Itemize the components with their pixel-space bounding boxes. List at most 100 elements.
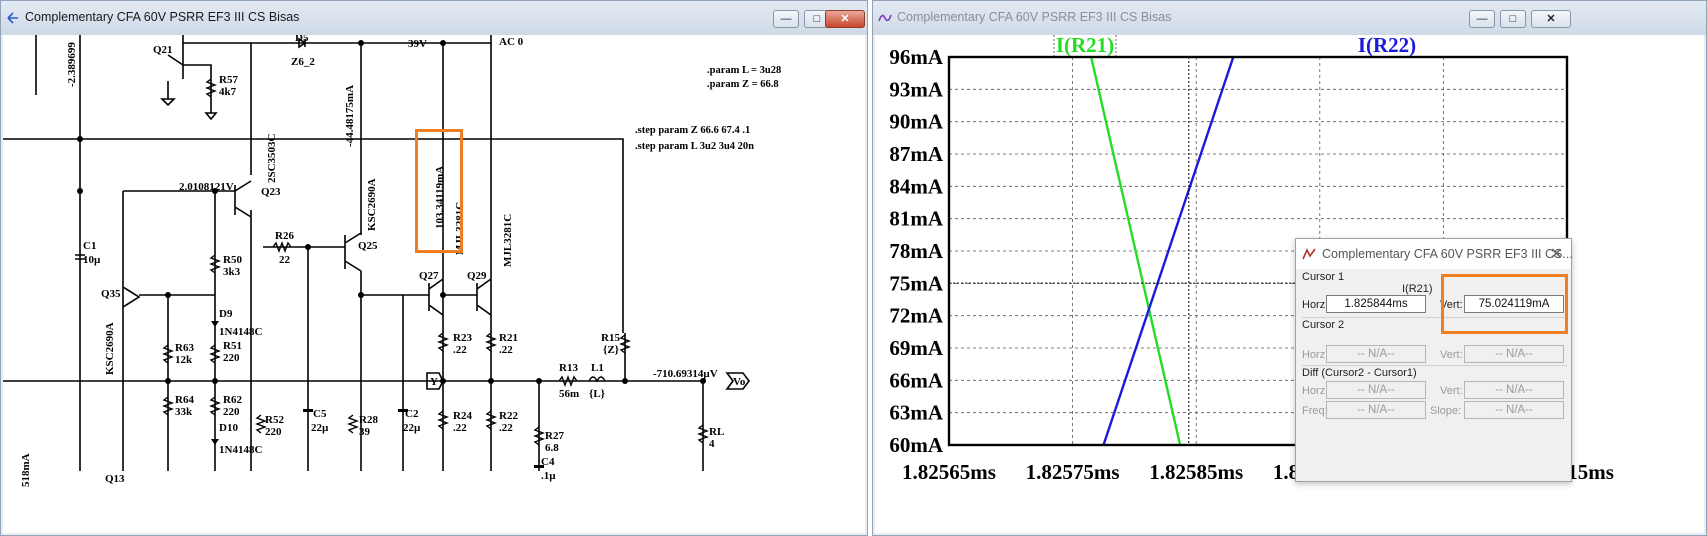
- waveform-titlebar[interactable]: Complementary CFA 60V PSRR EF3 III CS Bi…: [873, 1, 1706, 35]
- schematic-titlebar[interactable]: Complementary CFA 60V PSRR EF3 III CS Bi…: [1, 1, 867, 35]
- cursor1-horz-field[interactable]: 1.825844ms: [1326, 295, 1426, 313]
- maximize-button[interactable]: □: [1500, 10, 1526, 28]
- schematic-drawing: Q21 D5 Z6_2 R57 4k7 39V AC 0 -2.389699 -…: [3, 35, 781, 487]
- label-c4: C4: [541, 456, 555, 468]
- label-r22: R22: [499, 410, 518, 422]
- label-mjl3281c-b: MJL3281C: [502, 214, 514, 267]
- label-c1-value: 10µ: [83, 254, 101, 266]
- label-ac0: AC 0: [499, 36, 524, 48]
- legend-entry-ir22[interactable]: I(R22): [1358, 35, 1416, 57]
- y-tick-label: 90mA: [889, 110, 943, 134]
- y-axis-ticks: 96mA93mA90mA87mA84mA81mA78mA75mA72mA69mA…: [889, 45, 943, 457]
- close-button[interactable]: ✕: [825, 10, 865, 28]
- plot-legend[interactable]: I(R21) I(R22): [1053, 35, 1416, 58]
- waveform-viewer-icon: [1302, 248, 1316, 260]
- series-line-ir22: [1102, 56, 1235, 446]
- label-q27: Q27: [419, 270, 439, 282]
- cursor-dialog-titlebar[interactable]: Complementary CFA 60V PSRR EF3 III CS...…: [1296, 239, 1573, 269]
- label-r52: R52: [265, 414, 284, 426]
- label-q23: Q23: [261, 186, 281, 198]
- label-q35: Q35: [101, 288, 121, 300]
- waveform-viewer-icon: [878, 14, 892, 22]
- step-l: .step param L 3u2 3u4 20n: [635, 141, 754, 152]
- minimize-button[interactable]: —: [1469, 10, 1495, 28]
- minimize-button[interactable]: —: [773, 10, 799, 28]
- series-line-ir21: [1089, 56, 1182, 446]
- label-node-voltage: -2.389699: [66, 42, 78, 87]
- label-r51: R51: [223, 340, 242, 352]
- cursor2-vert-field[interactable]: -- N/A--: [1464, 345, 1564, 363]
- label-2sc3503c: 2SC3503C: [266, 133, 278, 183]
- label-c2: C2: [405, 408, 419, 420]
- label-current-103: 103.34119mA: [434, 166, 446, 229]
- y-tick-label: 84mA: [889, 174, 943, 198]
- diff-slope-field[interactable]: -- N/A--: [1464, 401, 1564, 419]
- label-c2-value: 22µ: [403, 422, 421, 434]
- cursor2-horz-label: Horz:: [1302, 349, 1329, 361]
- cursor2-horz-field[interactable]: -- N/A--: [1326, 345, 1426, 363]
- y-tick-label: 63mA: [889, 401, 943, 425]
- label-r50: R50: [223, 254, 242, 266]
- label-ksc2690a-b: KSC2690A: [104, 322, 116, 375]
- label-r27-value: 6.8: [545, 442, 559, 454]
- close-button[interactable]: ✕: [1531, 10, 1571, 28]
- cursor1-vert-field[interactable]: 75.024119mA: [1464, 295, 1564, 313]
- label-r63: R63: [175, 342, 194, 354]
- label-r15-value: {Z}: [603, 344, 619, 356]
- cursor2-group-label: Cursor 2: [1302, 319, 1345, 331]
- label-r57-value: 4k7: [219, 86, 237, 98]
- label-d10-value: 1N4148C: [219, 444, 262, 456]
- diff-vert-field[interactable]: -- N/A--: [1464, 381, 1564, 399]
- close-icon[interactable]: ✕: [1549, 246, 1563, 263]
- label-r24-value: .22: [453, 422, 467, 434]
- label-d9-value: 1N4148C: [219, 326, 262, 338]
- diff-slope-label: Slope:: [1430, 405, 1462, 417]
- y-tick-label: 96mA: [889, 45, 943, 69]
- waveform-plot[interactable]: 96mA93mA90mA87mA84mA81mA78mA75mA72mA69mA…: [875, 35, 1704, 533]
- ltspice-schematic-icon: [7, 12, 18, 24]
- label-vo: Vo: [733, 376, 746, 388]
- label-d9: D9: [219, 308, 233, 320]
- param-l: .param L = 3u28: [707, 65, 781, 76]
- label-r50-value: 3k3: [223, 266, 241, 278]
- label-c5: C5: [313, 408, 327, 420]
- y-tick-label: 81mA: [889, 207, 943, 231]
- label-r63-value: 12k: [175, 354, 193, 366]
- label-r62-value: 220: [223, 406, 240, 418]
- plot-cursor[interactable]: [949, 57, 1567, 445]
- label-r28-value: 39: [359, 426, 371, 438]
- cursor-dialog-title: Complementary CFA 60V PSRR EF3 III CS...: [1322, 247, 1573, 261]
- label-ksc2690a-a: KSC2690A: [366, 178, 378, 231]
- label-z6: Z6_2: [291, 56, 315, 68]
- label-r51-value: 220: [223, 352, 240, 364]
- legend-entry-ir21[interactable]: I(R21): [1056, 35, 1114, 57]
- schematic-title: Complementary CFA 60V PSRR EF3 III CS Bi…: [25, 10, 300, 24]
- diff-horz-label: Horz:: [1302, 385, 1329, 397]
- label-r62: R62: [223, 394, 242, 406]
- diff-freq-field[interactable]: -- N/A--: [1326, 401, 1426, 419]
- label-l1-value: {L}: [589, 388, 605, 400]
- x-tick-label: 1.82565ms: [902, 460, 996, 484]
- label-l1: L1: [591, 362, 604, 374]
- label-q25: Q25: [358, 240, 378, 252]
- diff-group-label: Diff (Cursor2 - Cursor1): [1302, 367, 1417, 379]
- divider: [1302, 365, 1567, 366]
- diff-horz-field[interactable]: -- N/A--: [1326, 381, 1426, 399]
- label-d5: D5: [295, 35, 309, 44]
- divider: [1302, 317, 1567, 318]
- y-tick-label: 60mA: [889, 433, 943, 457]
- label-r26-value: 22: [279, 254, 291, 266]
- label-r22-value: .22: [499, 422, 513, 434]
- label-39v: 39V: [408, 38, 427, 50]
- label-c5-value: 22µ: [311, 422, 329, 434]
- label-output-voltage: -710.69314µV: [653, 368, 718, 380]
- y-tick-label: 87mA: [889, 142, 943, 166]
- label-rl-value: 4: [709, 438, 715, 450]
- label-current-518: 518mA: [20, 453, 32, 487]
- schematic-canvas[interactable]: Q21 D5 Z6_2 R57 4k7 39V AC 0 -2.389699 -…: [3, 35, 865, 533]
- label-2-0108v: 2.0108121V: [179, 181, 234, 193]
- label-r52-value: 220: [265, 426, 282, 438]
- label-r13: R13: [559, 362, 578, 374]
- diff-freq-label: Freq:: [1302, 405, 1328, 417]
